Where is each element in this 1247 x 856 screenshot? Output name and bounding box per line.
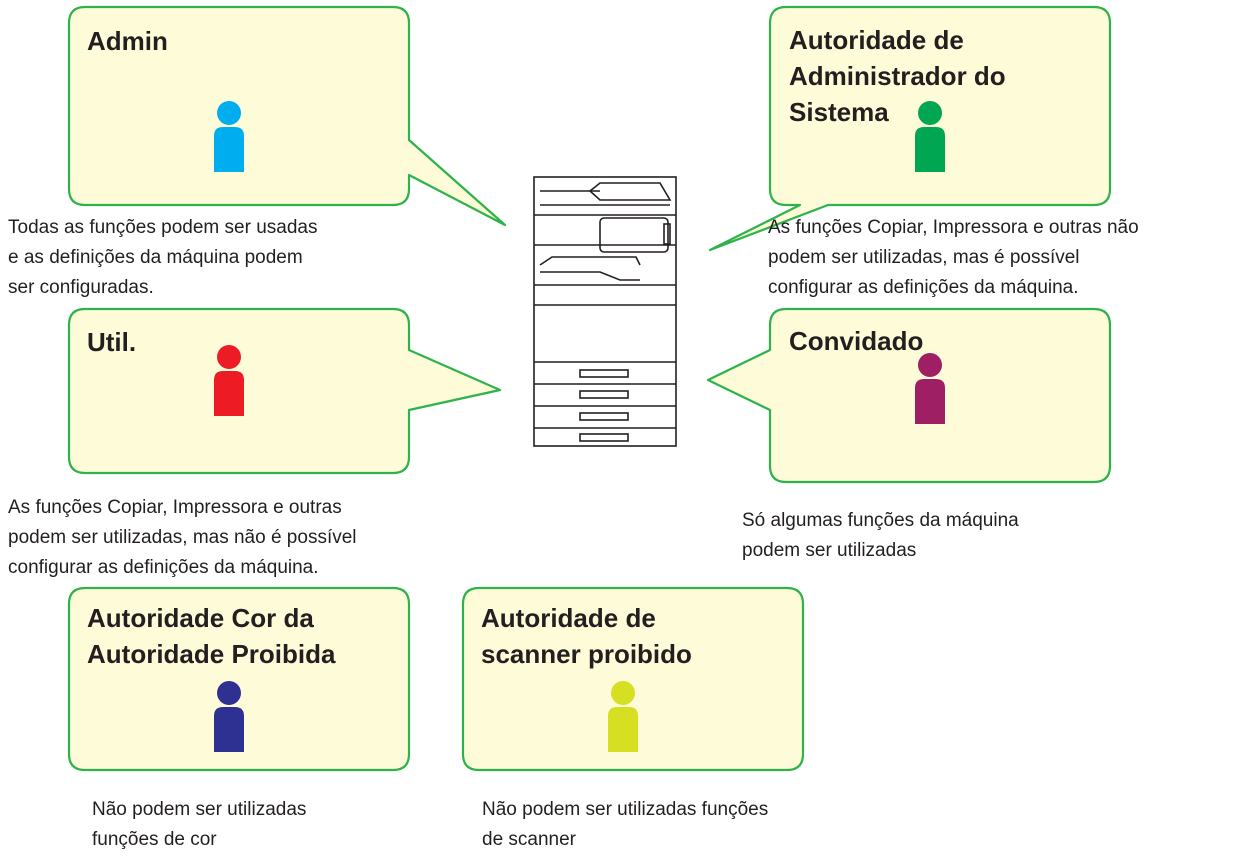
speech-bubble-guest: [706, 307, 1112, 484]
role-title-user: Util.: [87, 327, 137, 357]
speech-bubble-system-admin: [708, 5, 1112, 252]
person-icon-color-prohibited: [214, 681, 244, 752]
role-title-guest: Convidado: [789, 326, 924, 356]
speech-bubble-user: [67, 307, 502, 475]
role-title-color-prohibited: Autoridade Cor da Autoridade Proibida: [87, 603, 336, 669]
role-description-admin: Todas as funções podem ser usadas e as d…: [8, 217, 318, 298]
role-description-user: As funções Copiar, Impressora e outras p…: [8, 497, 357, 578]
role-title-admin: Admin: [87, 26, 168, 56]
person-icon-system-admin: [915, 101, 945, 172]
person-icon-user: [214, 345, 244, 416]
role-description-scanner-prohibited: Não podem ser utilizadas funções de scan…: [482, 799, 769, 850]
speech-bubble-admin: [67, 5, 507, 227]
person-icon-admin: [214, 101, 244, 172]
role-title-scanner-prohibited: Autoridade de scanner proibido: [481, 603, 692, 669]
role-title-system-admin: Autoridade de Administrador do Sistema: [789, 25, 1006, 127]
speech-bubble-color-prohibited: [67, 586, 411, 772]
role-description-system-admin: As funções Copiar, Impressora e outras n…: [768, 217, 1139, 298]
person-icon-guest: [915, 353, 945, 424]
role-description-color-prohibited: Não podem ser utilizadas funções de cor: [92, 799, 307, 850]
role-description-guest: Só algumas funções da máquina podem ser …: [742, 510, 1019, 561]
speech-bubble-scanner-prohibited: [461, 586, 805, 772]
printer-icon: [533, 176, 677, 447]
person-icon-scanner-prohibited: [608, 681, 638, 752]
